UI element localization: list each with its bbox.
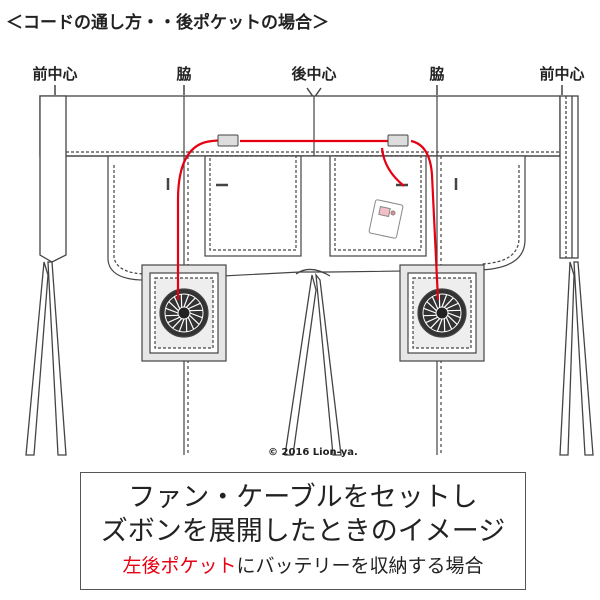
fan-icon: [159, 288, 209, 338]
caption-highlight: 左後ポケット: [122, 555, 237, 577]
fan-blade: [185, 297, 196, 308]
back-pocket-left: [204, 155, 302, 257]
pants-body: [107, 155, 526, 281]
front-fly-right: [559, 95, 579, 259]
fan-blade: [168, 301, 179, 312]
fan-blade: [187, 316, 195, 330]
fan-blade: [430, 318, 441, 329]
label-back-center: 後中心: [291, 65, 337, 83]
fan-blade: [172, 318, 183, 329]
back-pocket-right: [329, 155, 427, 257]
fan-blade: [173, 296, 181, 310]
fan-unit-left: [141, 264, 227, 362]
front-fly-left: [39, 95, 67, 263]
fan-blade: [423, 307, 437, 314]
caption-line-2: ズボンを展開したときのイメージ: [100, 516, 506, 547]
pants-diagram: [25, 85, 594, 456]
fan-blade: [445, 316, 453, 330]
label-side-left: 脇: [176, 65, 192, 83]
caption-rest: にバッテリーを収納する場合: [236, 555, 484, 577]
fan-blade: [178, 318, 185, 332]
fan-blade: [425, 316, 439, 324]
fan-blade: [183, 294, 190, 308]
fan-blade: [431, 296, 439, 310]
fan-blade: [165, 307, 179, 314]
label-side-right: 脇: [429, 65, 445, 83]
caption-line-3: 左後ポケットにバッテリーを収納する場合: [81, 551, 525, 581]
fan-blade: [189, 312, 203, 319]
waistband: [39, 95, 561, 157]
fan-unit-right: [399, 264, 485, 362]
copyright: © 2016 Lion-ya.: [268, 447, 358, 458]
page-title: ＜コードの通し方・・後ポケットの場合＞: [6, 13, 329, 33]
fan-cable: [176, 138, 440, 301]
fan-blade: [447, 314, 458, 325]
fan-blade: [445, 302, 459, 310]
drawstrings: [25, 261, 594, 456]
battery-icon: [368, 199, 404, 239]
fan-icon: [417, 288, 467, 338]
fan-blade: [443, 297, 454, 308]
connector-icon: [217, 134, 409, 147]
fan-blade: [187, 302, 201, 310]
fan-blade: [441, 294, 448, 308]
side-markers: [166, 178, 458, 190]
fan-blade: [167, 316, 181, 324]
fan-blade: [189, 314, 200, 325]
label-front-center-right: 前中心: [539, 65, 585, 83]
caption-box: ファン・ケーブルをセットし ズボンを展開したときのイメージ 左後ポケットにバッテ…: [80, 472, 526, 590]
fan-blade: [436, 318, 443, 332]
caption-line-1: ファン・ケーブルをセットし: [128, 482, 478, 513]
panel-seams: [183, 96, 438, 156]
fan-blade: [447, 312, 461, 319]
fan-blade: [426, 301, 437, 312]
label-front-center-left: 前中心: [32, 65, 78, 83]
